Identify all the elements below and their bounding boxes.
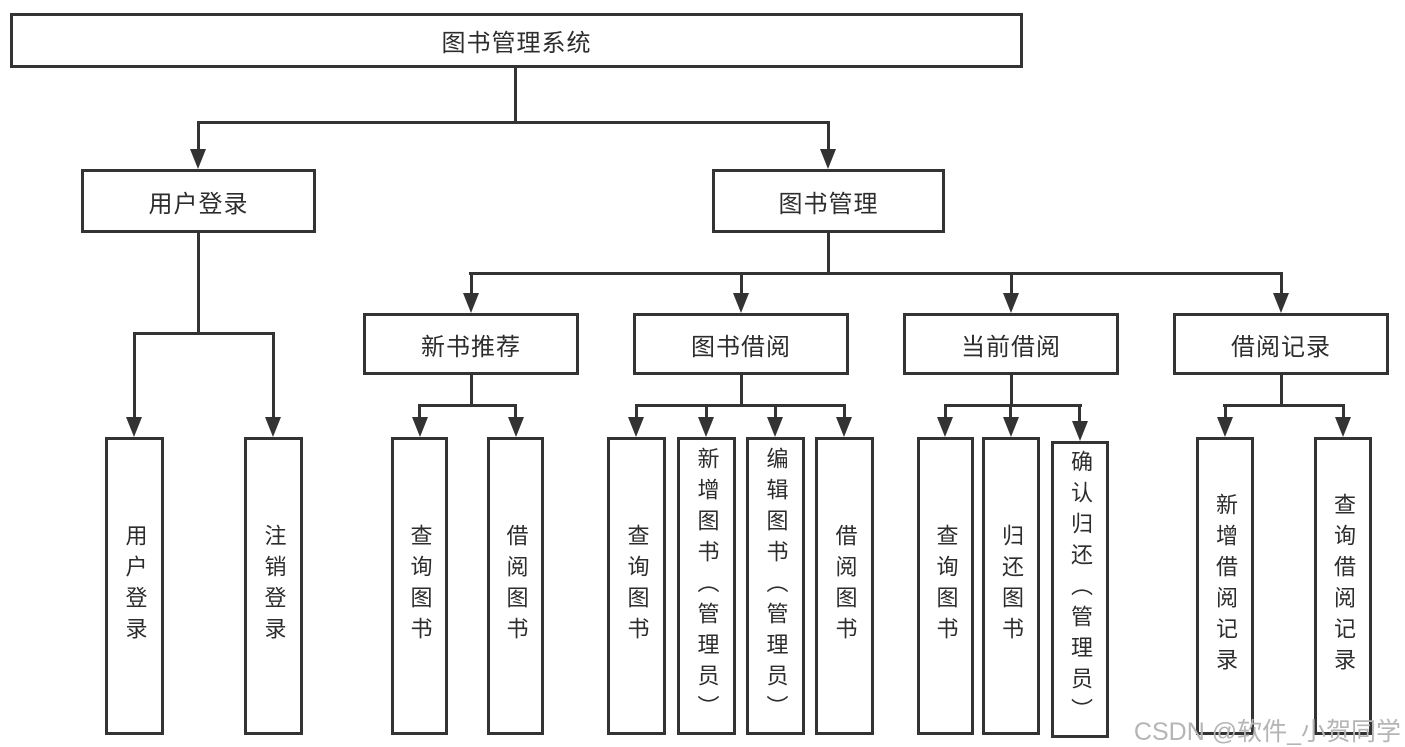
leaf-query-books-2: 查询图书 [607,437,666,735]
connector-line [1280,272,1283,295]
arrowhead-icon [463,293,479,313]
node-user-login: 用户登录 [81,169,316,233]
connector-line [133,332,136,419]
leaf-query-borrow-record-label: 查询借阅记录 [1331,493,1356,679]
node-user-login-label: 用户登录 [148,190,249,218]
node-borrow-records-label: 借阅记录 [1231,333,1331,361]
connector-line [1224,404,1227,419]
arrowhead-icon [412,417,428,437]
arrowhead-icon [698,417,714,437]
leaf-edit-books-admin-label: 编辑图书（管理员） [763,446,789,726]
leaf-return-books-label: 归还图书 [999,524,1024,648]
connector-line [470,272,473,295]
node-book-management: 图书管理 [712,169,945,233]
leaf-borrow-books-2-label: 借阅图书 [832,524,858,648]
connector-line [470,375,473,406]
leaf-query-books-3-label: 查询图书 [933,524,959,648]
connector-line [843,404,846,419]
leaf-add-borrow-record: 新增借阅记录 [1196,437,1254,735]
connector-line [133,332,274,335]
connector-line [418,404,421,419]
leaf-edit-books-admin: 编辑图书（管理员） [746,437,805,735]
leaf-query-books-1: 查询图书 [391,437,448,735]
arrowhead-icon [767,417,783,437]
connector-line [635,404,638,419]
connector-line [1223,404,1345,407]
connector-line [635,404,846,407]
connector-line [774,404,777,419]
leaf-query-borrow-record: 查询借阅记录 [1314,437,1372,735]
leaf-borrow-books-1: 借阅图书 [487,437,544,735]
connector-line [944,404,1082,407]
node-book-management-label: 图书管理 [778,190,879,218]
connector-line [418,404,517,407]
connector-line [1010,272,1013,295]
arrowhead-icon [733,293,749,313]
node-borrow-records: 借阅记录 [1173,313,1389,375]
arrowhead-icon [508,417,524,437]
arrowhead-icon [265,417,281,437]
node-root-label: 图书管理系统 [441,30,592,57]
arrowhead-icon [1217,417,1233,437]
csdn-watermark: CSDN @软件_小贺同学 [1133,718,1401,746]
arrowhead-icon [190,149,206,169]
connector-line [197,121,200,153]
connector-line [740,375,743,406]
node-book-borrow-label: 图书借阅 [691,333,791,361]
connector-line [197,233,200,334]
arrowhead-icon [1003,293,1019,313]
arrowhead-icon [126,417,142,437]
connector-line [1342,404,1345,419]
arrowhead-icon [836,417,852,437]
arrowhead-icon [1335,417,1351,437]
connector-line [272,332,275,419]
node-current-borrow-label: 当前借阅 [961,333,1061,361]
leaf-borrow-books-1-label: 借阅图书 [503,524,529,648]
arrowhead-icon [628,417,644,437]
leaf-logout-label: 注销登录 [261,524,287,648]
node-new-book-recommend: 新书推荐 [363,313,579,375]
leaf-query-books-1-label: 查询图书 [407,524,433,648]
connector-line [1010,375,1013,406]
arrowhead-icon [1003,417,1019,437]
leaf-add-borrow-record-label: 新增借阅记录 [1213,493,1238,679]
node-current-borrow: 当前借阅 [903,313,1119,375]
arrowhead-icon [1273,293,1289,313]
leaf-add-books-admin-label: 新增图书（管理员） [694,446,720,726]
arrowhead-icon [937,417,953,437]
connector-line [705,404,708,419]
connector-line [514,68,517,124]
leaf-user-login: 用户登录 [105,437,164,735]
node-book-borrow: 图书借阅 [633,313,849,375]
leaf-logout: 注销登录 [244,437,303,735]
connector-line [1078,404,1081,423]
arrowhead-icon [1072,421,1088,441]
leaf-confirm-return-admin-label: 确认归还（管理员） [1068,450,1093,729]
arrowhead-icon [820,149,836,169]
leaf-confirm-return-admin: 确认归还（管理员） [1051,441,1109,738]
node-root: 图书管理系统 [10,13,1023,68]
connector-line [1280,375,1283,406]
connector-line [740,272,743,295]
connector-line [197,121,830,124]
leaf-add-books-admin: 新增图书（管理员） [677,437,736,735]
connector-line [827,233,830,274]
node-new-book-recommend-label: 新书推荐 [421,333,521,361]
connector-line [944,404,947,419]
connector-line [827,121,830,153]
leaf-user-login-label: 用户登录 [122,524,148,648]
connector-line [469,272,1282,275]
leaf-return-books: 归还图书 [982,437,1040,735]
connector-line [514,404,517,419]
connector-line [1009,404,1012,419]
leaf-borrow-books-2: 借阅图书 [815,437,874,735]
leaf-query-books-3: 查询图书 [917,437,974,735]
leaf-query-books-2-label: 查询图书 [624,524,650,648]
